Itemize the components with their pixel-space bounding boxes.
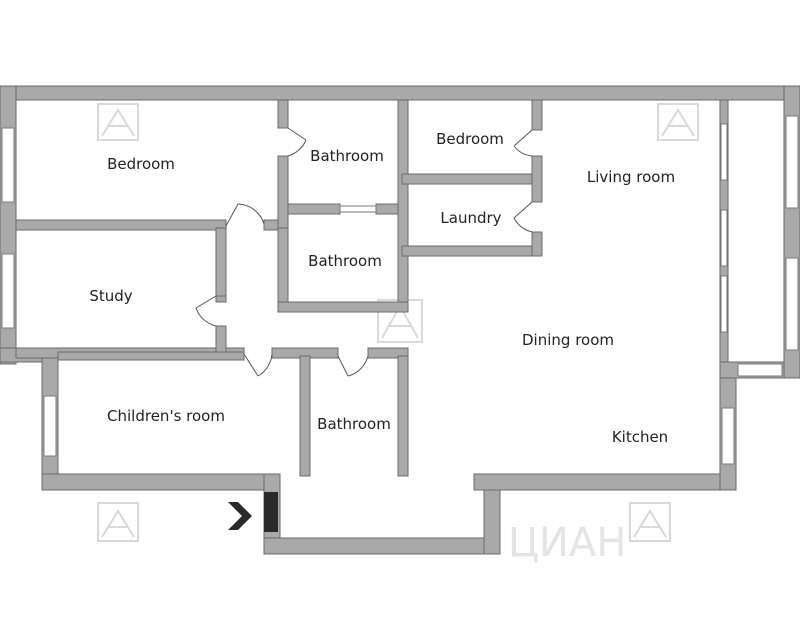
room-label-bedroom: Bedroom <box>107 155 175 173</box>
entrance <box>228 492 278 532</box>
window <box>720 123 728 181</box>
window <box>737 363 783 377</box>
door <box>337 355 369 377</box>
window <box>721 407 735 465</box>
window <box>720 275 728 333</box>
entrance-arrow-icon <box>228 502 252 530</box>
window <box>785 257 799 351</box>
room-label-laundry: Laundry <box>440 209 501 227</box>
window <box>43 395 57 457</box>
windows <box>1 115 799 465</box>
room-label-bathroom: Bathroom <box>317 415 391 433</box>
room-label-dining-room: Dining room <box>522 331 614 349</box>
entrance-door <box>264 492 278 532</box>
watermark-logo-icon <box>657 103 699 141</box>
window <box>1 127 15 203</box>
window <box>1 253 15 329</box>
doors <box>195 127 533 377</box>
door <box>225 203 265 227</box>
window <box>785 115 799 209</box>
watermark-logo-icon <box>97 103 139 141</box>
watermark-logo-icon <box>629 502 671 542</box>
window <box>339 205 377 213</box>
door <box>513 129 533 157</box>
room-label-study: Study <box>89 287 132 305</box>
interior-walls <box>15 99 543 477</box>
watermark-logo-icon <box>97 502 139 542</box>
door <box>287 127 307 157</box>
watermark-logos: ЦИАН <box>97 103 699 566</box>
window <box>720 209 728 267</box>
room-labels: Bedroom Bathroom Bedroom Living room Lau… <box>89 130 675 446</box>
door <box>243 353 273 377</box>
door <box>195 295 217 327</box>
room-label-kitchen: Kitchen <box>612 428 668 446</box>
door <box>513 201 533 233</box>
room-label-bathroom: Bathroom <box>308 252 382 270</box>
watermark-brand-text: ЦИАН <box>508 520 626 566</box>
room-label-bedroom: Bedroom <box>436 130 504 148</box>
room-label-bathroom: Bathroom <box>310 147 384 165</box>
room-label-living-room: Living room <box>587 168 675 186</box>
room-label-childrens-room: Children's room <box>107 407 225 425</box>
